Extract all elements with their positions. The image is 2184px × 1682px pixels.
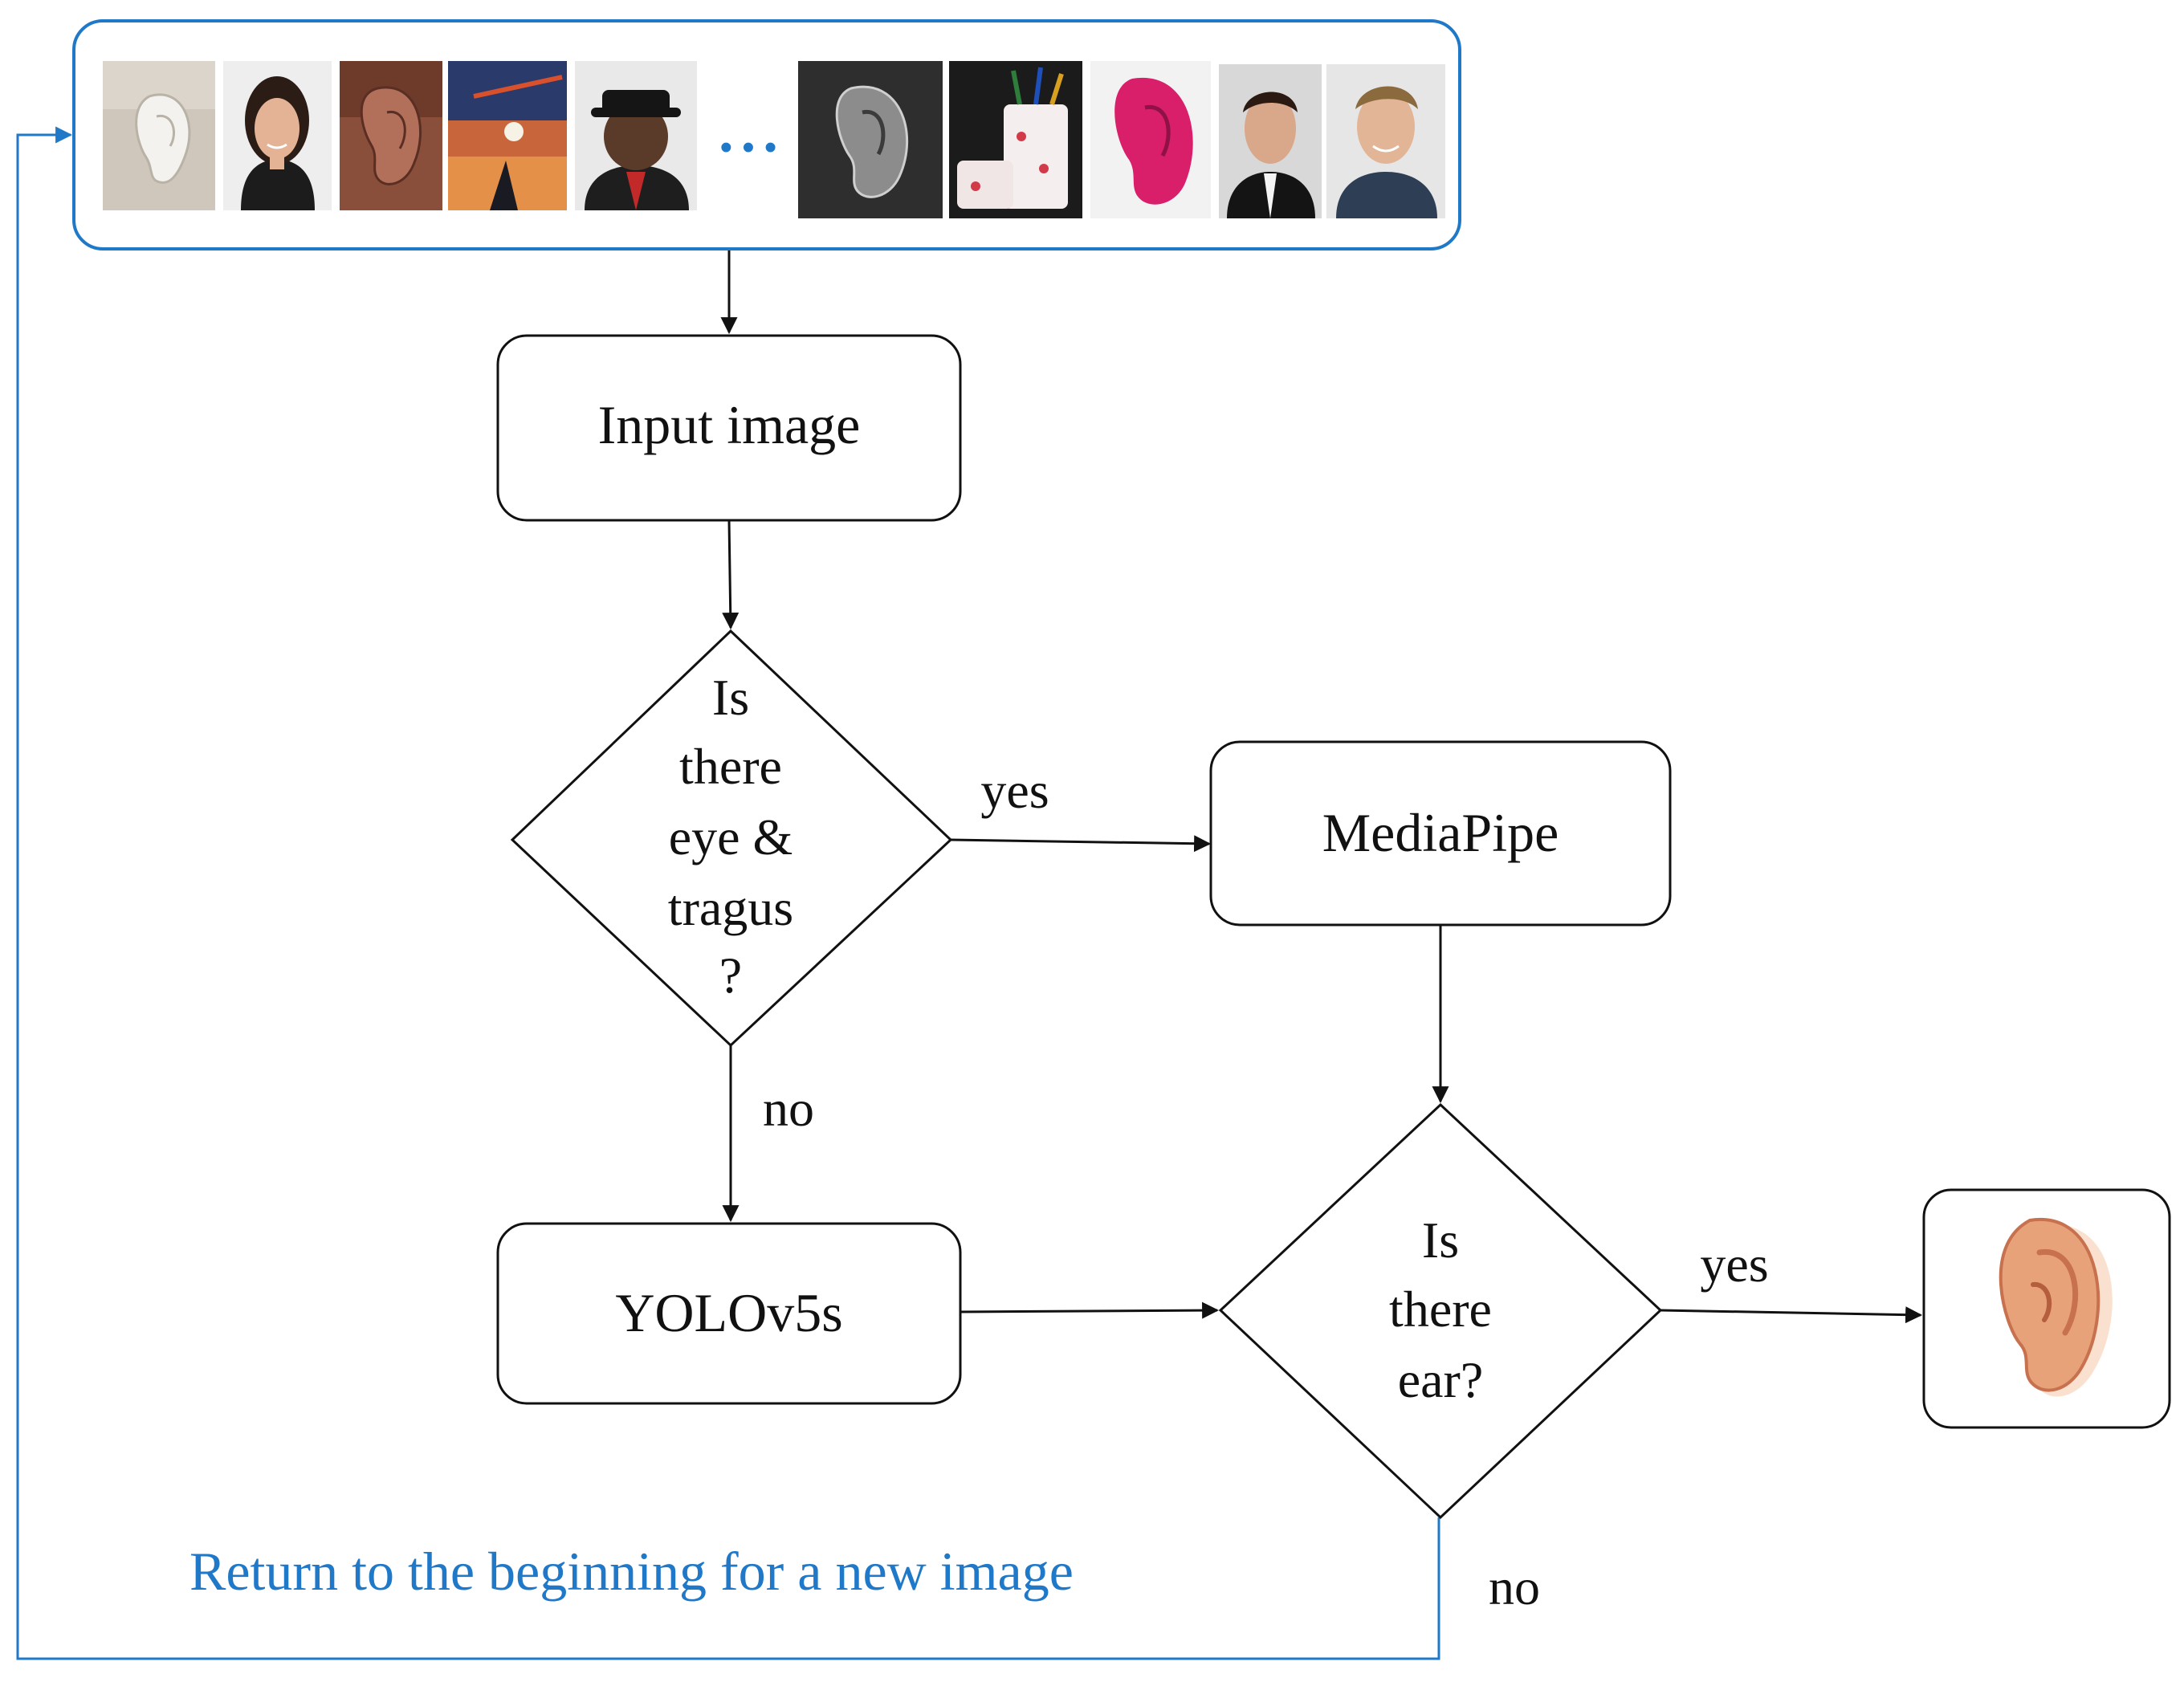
edges	[16, 126, 1923, 1660]
eye-tragus-line-1: Is	[712, 669, 749, 726]
yolo-node: YOLOv5s	[496, 1222, 962, 1405]
image-strip-ellipsis: • • •	[720, 128, 777, 167]
ear-model-photo-icon	[103, 61, 215, 210]
eye-tragus-line-2: there	[679, 738, 782, 795]
edge-label-ear-yes: yes	[1700, 1236, 1768, 1293]
ear-decision-node: Is there ear?	[1218, 1102, 1663, 1520]
man-in-suit-photo-icon	[1219, 64, 1322, 218]
pencil-cups-photo-icon	[949, 61, 1082, 218]
eye-tragus-decision-node: Is there eye & tragus ?	[510, 629, 953, 1048]
edge-label-eye-no: no	[763, 1080, 814, 1137]
woman-portrait-photo-icon	[223, 61, 332, 210]
eye-tragus-line-3: eye &	[669, 808, 793, 865]
edge-ear-yes-to-output	[1660, 1306, 1923, 1324]
input-image-box	[496, 334, 962, 522]
ear-decision-line-2: there	[1389, 1281, 1492, 1338]
edge-yolo-to-ear-decision	[960, 1301, 1220, 1319]
sunset-photo-icon	[448, 61, 567, 210]
man-in-hat-photo-icon	[575, 61, 697, 210]
smiling-man-photo-icon	[1326, 64, 1445, 218]
grayscale-ear-photo-icon	[798, 61, 943, 218]
edge-label-ear-no: no	[1489, 1558, 1540, 1615]
eye-tragus-line-5: ?	[719, 947, 742, 1004]
eye-tragus-diamond	[510, 629, 953, 1048]
mediapipe-node: MediaPipe	[1209, 740, 1672, 927]
ear-decision-line-3: ear?	[1398, 1351, 1484, 1408]
mediapipe-box	[1209, 740, 1672, 927]
output-node	[1922, 1188, 2171, 1429]
mediapipe-label: MediaPipe	[1322, 802, 1559, 863]
ear-closeup-photo-icon	[340, 61, 442, 210]
edge-input-to-decision	[722, 519, 740, 630]
input-image-label: Input image	[598, 394, 861, 455]
ear-decision-line-1: Is	[1422, 1212, 1459, 1269]
ear-decision-diamond	[1218, 1102, 1663, 1520]
loop-return-label: Return to the beginning for a new image	[189, 1541, 1074, 1602]
yolo-box	[496, 1222, 962, 1405]
edge-decision-yes-to-mediapipe	[950, 835, 1212, 853]
edge-loop-return	[16, 126, 1440, 1660]
edge-label-eye-yes: yes	[980, 762, 1049, 819]
ear-icon	[1999, 1217, 2113, 1397]
eye-tragus-line-4: tragus	[668, 879, 793, 936]
pink-ear-model-photo-icon	[1090, 61, 1211, 218]
image-strip: • • •	[72, 19, 1461, 250]
yolo-label: YOLOv5s	[615, 1282, 842, 1343]
input-image-node: Input image	[496, 334, 962, 522]
